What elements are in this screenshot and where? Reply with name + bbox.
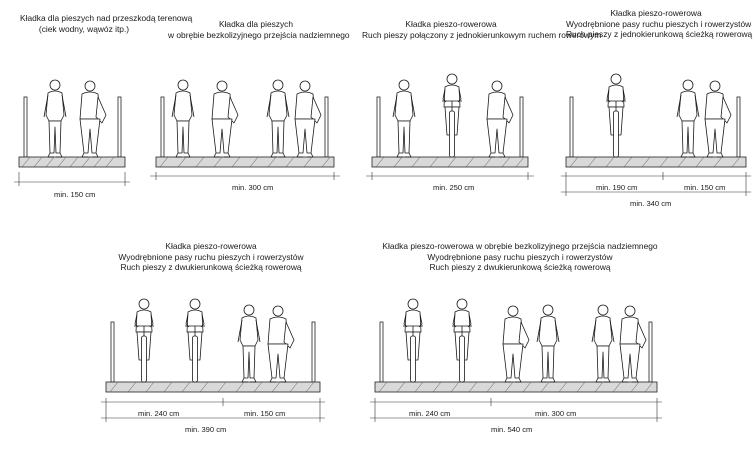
railing-post bbox=[569, 96, 574, 158]
railing-post bbox=[519, 96, 524, 158]
pedestrian-figure bbox=[294, 80, 322, 158]
deck-slab bbox=[374, 381, 658, 393]
panel-5-section bbox=[101, 298, 325, 422]
panel-2-title: Kładka dla pieszych w obrębie bezkolizyj… bbox=[168, 19, 350, 40]
pedestrian-figure bbox=[591, 304, 615, 383]
panel-1-title: Kładka dla pieszych nad przeszkodą teren… bbox=[20, 13, 193, 34]
panel-6-dim-walk: min. 300 cm bbox=[535, 409, 577, 418]
pedestrian-figure bbox=[171, 79, 195, 158]
railing-post bbox=[736, 96, 741, 158]
pedestrian-figure bbox=[502, 305, 530, 383]
cyclist-figure bbox=[402, 298, 424, 383]
railing-post bbox=[160, 96, 165, 158]
dimension-line bbox=[561, 172, 751, 196]
dimension-line bbox=[370, 398, 662, 422]
panel-6-dim-total: min. 540 cm bbox=[491, 425, 533, 434]
pedestrian-figure bbox=[211, 80, 239, 158]
panel-1-title-line-1: Kładka dla pieszych nad przeszkodą teren… bbox=[20, 13, 193, 23]
railing-post bbox=[110, 321, 115, 383]
panel-4-section bbox=[561, 73, 751, 196]
cyclist-figure bbox=[184, 298, 206, 383]
dimension-line bbox=[150, 172, 340, 180]
panel-4-title-line-2: Wyodrębnione pasy ruchu pieszych i rower… bbox=[566, 18, 752, 29]
pedestrian-figure bbox=[266, 79, 290, 158]
panel-4-dim-bike: min. 190 cm bbox=[596, 183, 638, 192]
pedestrian-figure bbox=[392, 79, 416, 158]
cyclist-figure bbox=[451, 298, 473, 383]
panel-2-dim-total: min. 300 cm bbox=[232, 183, 274, 192]
panel-6-title: Kładka pieszo-rowerowa w obrębie bezkoli… bbox=[382, 241, 658, 273]
pedestrian-figure bbox=[43, 79, 67, 158]
panel-2-title-line-2: w obrębie bezkolizyjnego przejścia nadzi… bbox=[168, 29, 350, 40]
pedestrian-figure bbox=[619, 305, 647, 383]
panel-5-title-line-1: Kładka pieszo-rowerowa bbox=[165, 241, 257, 251]
panel-1-dim-total: min. 150 cm bbox=[54, 190, 96, 199]
cyclist-figure bbox=[133, 298, 155, 383]
railing-post bbox=[379, 321, 384, 383]
deck-slab bbox=[105, 381, 321, 393]
panel-1-title-line-2: (ciek wodny, wąwóz itp.) bbox=[38, 23, 130, 34]
panel-5-dim-walk: min. 150 cm bbox=[244, 409, 286, 418]
panel-5-dim-total: min. 390 cm bbox=[185, 425, 227, 434]
slab-hatching bbox=[21, 156, 741, 393]
pedestrian-figure bbox=[79, 80, 107, 158]
railing-post bbox=[376, 96, 381, 158]
panel-3-section bbox=[366, 73, 534, 180]
panel-4-title-line-1: Kładka pieszo-rowerowa bbox=[610, 8, 702, 18]
dimension-line bbox=[101, 398, 325, 422]
panel-6-title-line-3: Ruch pieszy z dwukierunkową ścieżką rowe… bbox=[429, 262, 611, 273]
panel-6-title-line-1: Kładka pieszo-rowerowa w obrębie bezkoli… bbox=[382, 241, 658, 251]
panel-2-section bbox=[150, 79, 340, 180]
cyclist-figure bbox=[441, 73, 463, 158]
panel-1-section bbox=[14, 79, 130, 186]
panel-5-title-line-3: Ruch pieszy z dwukierunkową ścieżką rowe… bbox=[120, 262, 302, 273]
panel-6-section bbox=[370, 298, 662, 422]
panel-3-title-line-2: Ruch pieszy połączony z jednokierunkowym… bbox=[362, 29, 602, 40]
panel-3-title-line-1: Kładka pieszo-rowerowa bbox=[405, 19, 497, 29]
panel-4-title-line-3: Ruch pieszy z jednokierunkową ścieżką ro… bbox=[566, 29, 753, 40]
panel-4-dim-walk: min. 150 cm bbox=[684, 183, 726, 192]
railing-post bbox=[311, 321, 316, 383]
pedestrian-figure bbox=[536, 304, 560, 383]
panel-6-dim-bike: min. 240 cm bbox=[409, 409, 451, 418]
pedestrian-figure bbox=[676, 79, 700, 158]
railing-post bbox=[324, 96, 329, 158]
pedestrian-figure bbox=[267, 305, 295, 383]
panel-3-dim-total: min. 250 cm bbox=[433, 183, 475, 192]
pedestrian-figure bbox=[704, 80, 732, 158]
cyclist-figure bbox=[605, 73, 627, 158]
panel-6-title-line-2: Wyodrębnione pasy ruchu pieszych i rower… bbox=[427, 251, 613, 262]
railing-post bbox=[23, 96, 28, 158]
railing-post bbox=[117, 96, 122, 158]
panel-3-title: Kładka pieszo-rowerowa Ruch pieszy połąc… bbox=[362, 19, 602, 40]
deck-slab bbox=[565, 156, 747, 168]
pedestrian-figure bbox=[486, 80, 514, 158]
deck-slab bbox=[155, 156, 335, 168]
pedestrian-figure bbox=[237, 304, 261, 383]
panel-4-dim-total: min. 340 cm bbox=[630, 199, 672, 208]
deck-slab bbox=[18, 156, 126, 168]
panel-5-title: Kładka pieszo-rowerowa Wyodrębnione pasy… bbox=[106, 241, 316, 273]
panel-5-title-line-2: Wyodrębnione pasy ruchu pieszych i rower… bbox=[118, 251, 304, 262]
dimension-line bbox=[14, 172, 130, 186]
panel-4-title: Kładka pieszo-rowerowa Wyodrębnione pasy… bbox=[566, 8, 753, 40]
dimension-line bbox=[366, 172, 534, 180]
railing-post bbox=[648, 321, 653, 383]
panel-5-dim-bike: min. 240 cm bbox=[138, 409, 180, 418]
panel-2-title-line-1: Kładka dla pieszych bbox=[218, 19, 294, 29]
